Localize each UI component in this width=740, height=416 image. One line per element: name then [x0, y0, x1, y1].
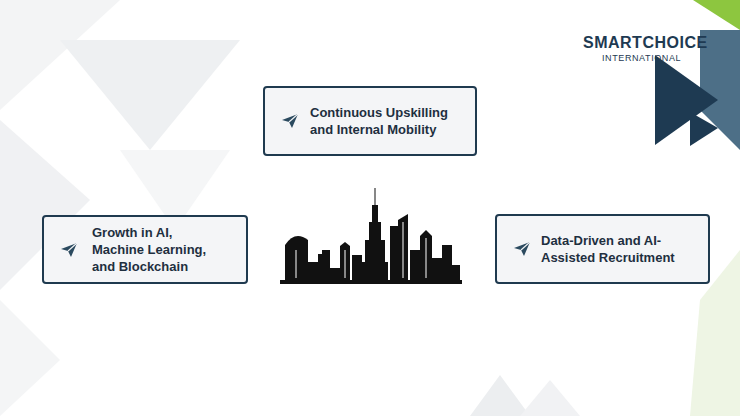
- topic-box: Growth in AI, Machine Learning, and Bloc…: [42, 215, 248, 284]
- plane-icon: [60, 242, 78, 258]
- plane-shape: [282, 114, 298, 128]
- bg-triangle: [60, 40, 240, 150]
- plane-shape: [514, 242, 530, 256]
- skyline-windows: [296, 222, 426, 278]
- corner-navy-small: [690, 112, 718, 146]
- corner-green: [693, 0, 740, 30]
- topic-box: Continuous Upskilling and Internal Mobil…: [263, 86, 477, 156]
- text-holder: Continuous Upskilling and Internal Mobil…: [310, 104, 460, 138]
- logo-subtitle: INTERNATIONAL: [602, 53, 681, 63]
- text-holder: Growth in AI, Machine Learning, and Bloc…: [92, 224, 217, 275]
- plane-icon: [281, 113, 299, 129]
- logo-name: SMARTCHOICE: [583, 34, 708, 52]
- topic-text: Growth in AI, Machine Learning, and Bloc…: [92, 224, 217, 275]
- plane-fold: [289, 114, 298, 122]
- plane-icon: [513, 241, 531, 257]
- topic-text: Continuous Upskilling and Internal Mobil…: [310, 104, 460, 138]
- plane-fold: [68, 243, 77, 251]
- bg-triangle: [470, 375, 530, 416]
- plane-shape: [61, 243, 77, 257]
- bg-triangle: [0, 300, 60, 416]
- topic-text: Data-Driven and AI-Assisted Recruitment: [541, 232, 696, 266]
- corner-navy: [655, 55, 718, 145]
- bg-triangle: [520, 380, 580, 416]
- city-skyline: [280, 188, 462, 284]
- text-holder: Data-Driven and AI-Assisted Recruitment: [541, 232, 696, 266]
- plane-fold: [521, 242, 530, 250]
- topic-box: Data-Driven and AI-Assisted Recruitment: [495, 214, 710, 284]
